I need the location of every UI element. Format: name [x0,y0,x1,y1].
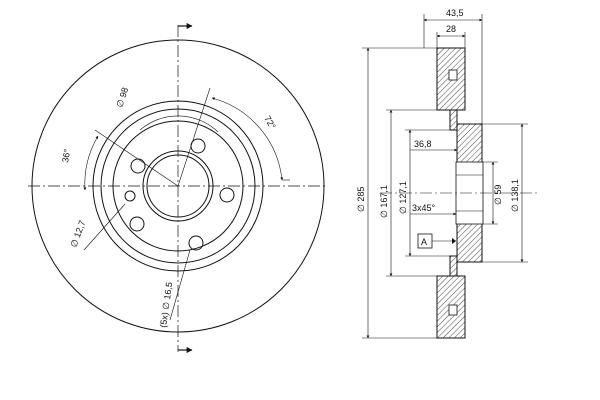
angle-72-arc [211,97,284,181]
dia-127-label: ∅ 127,1 [398,181,408,214]
stud-hole [190,138,206,154]
dia-167-label: ∅ 167,1 [379,185,389,218]
hat-depth-label: 36,8 [414,139,432,149]
front-view-labels: ∅ 98 72° 36° ∅ 12,7 (5x) ∅ 16,5 [60,86,278,328]
stud-holes-label: (5x) ∅ 16,5 [158,281,174,328]
stud-hole [219,187,235,203]
side-view [362,14,540,339]
angle-72-label: 72° [262,114,278,131]
width-disc-label: 28 [446,24,456,34]
locating-hole [124,190,136,202]
section-hat-wall-top [449,109,458,131]
bolt-circle-arc [139,115,219,133]
angle-36-label: 36° [60,148,72,164]
dia-59-label: ∅ 59 [493,185,503,205]
stud-hole [129,216,145,232]
bolt-circle-label: ∅ 98 [114,86,130,108]
datum-label: A [421,237,427,247]
hole-dia-label: ∅ 12,7 [68,219,87,249]
stud-hole [188,235,204,251]
angle-36-arc [83,135,99,191]
width-total-label: 43,5 [446,8,464,18]
section-hat-wall-bottom [449,255,458,277]
dia-outer-label: ∅ 285 [356,187,366,212]
stud-hole [130,158,146,174]
front-view [28,23,328,353]
dia-138-label: ∅ 138,1 [510,179,520,212]
side-view-labels: 43,5 28 36,8 3x45° A ∅ 285 ∅ 167,1 ∅ 127… [356,8,520,247]
chamfer-label: 3x45° [412,203,436,213]
